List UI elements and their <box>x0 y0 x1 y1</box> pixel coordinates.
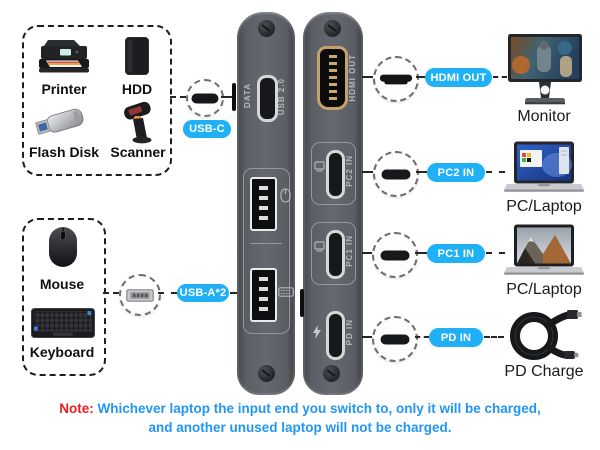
port-label-hdmi: HDMI OUT <box>348 54 357 102</box>
mouse-label: Mouse <box>39 276 85 292</box>
connector-line <box>416 76 425 78</box>
keyboard-icon <box>31 308 95 338</box>
pc1-in-port <box>326 230 345 279</box>
scanner-label: Scanner <box>110 144 166 160</box>
connector-line <box>221 96 232 98</box>
side-switch-profile <box>300 289 304 317</box>
flash-disk-icon <box>34 108 84 135</box>
side-port-profile <box>232 83 236 111</box>
connector-line <box>362 252 373 254</box>
screw <box>323 365 340 382</box>
connector-line <box>362 76 373 78</box>
mouse-icon <box>49 227 77 267</box>
usb-a-section-outline <box>243 168 290 334</box>
connector-line <box>415 336 429 338</box>
keyboard-mini-icon <box>278 287 294 297</box>
laptop-icon <box>504 141 584 192</box>
pc1-port-outline <box>311 222 356 285</box>
connector-line <box>158 292 177 294</box>
pc-laptop-label: PC/Laptop <box>506 281 582 298</box>
connector-line <box>484 336 504 338</box>
scanner-icon <box>124 101 152 144</box>
hdmi-connector-icon <box>373 56 419 102</box>
note-prefix: Note: <box>59 401 94 416</box>
usb-c-connector-icon <box>186 79 224 117</box>
keyboard-label: Keyboard <box>29 344 95 360</box>
laptop-icon <box>504 224 584 275</box>
note-text: Note: Whichever laptop the input end you… <box>0 399 600 437</box>
pc2-in-port <box>326 150 345 199</box>
printer-icon <box>39 40 89 73</box>
hdd-label: HDD <box>121 81 153 97</box>
connector-line <box>362 336 373 338</box>
data-usb-c-port <box>257 75 278 122</box>
port-label-pc2: PC2 IN <box>345 155 354 187</box>
pc-laptop-label: PC/Laptop <box>506 198 582 215</box>
port-label-pc1: PC1 IN <box>345 235 354 267</box>
screw <box>324 20 341 37</box>
connector-line <box>486 252 505 254</box>
pc2-port-outline <box>311 142 356 205</box>
screw <box>258 20 275 37</box>
pc1-in-badge: PC1 IN <box>427 244 485 263</box>
laptop-mini-icon <box>314 161 325 172</box>
flash-disk-label: Flash Disk <box>28 144 100 160</box>
pd-in-badge: PD IN <box>429 328 483 347</box>
note-line2: and another unused laptop will not be ch… <box>148 420 452 435</box>
usb-c-badge: USB-C <box>183 120 231 138</box>
connector-line <box>170 96 186 98</box>
lightning-icon <box>313 325 321 339</box>
usb-c-connector-icon <box>372 316 418 362</box>
hdmi-out-port <box>317 46 348 110</box>
screw <box>258 365 275 382</box>
connector-line <box>362 171 373 173</box>
hdd-icon <box>125 37 149 75</box>
laptop-mini-icon <box>314 241 325 252</box>
pd-charge-label: PD Charge <box>504 363 584 380</box>
monitor-label: Monitor <box>517 108 571 125</box>
port-label-usb20: USB 2.0 <box>277 78 286 116</box>
usb-a-badge: USB-A*2 <box>177 284 229 302</box>
hdmi-out-badge: HDMI OUT <box>425 68 492 87</box>
port-label-pd: PD IN <box>345 319 354 346</box>
connector-line <box>103 292 119 294</box>
usb-a-port-2 <box>250 268 277 322</box>
note-line1: Whichever laptop the input end you switc… <box>97 401 541 416</box>
connector-line <box>493 76 507 78</box>
monitor-icon <box>508 34 582 105</box>
connector-line <box>415 252 427 254</box>
usb-c-connector-icon <box>372 232 418 278</box>
usb-c-connector-icon <box>373 151 419 197</box>
connector-line <box>486 171 505 173</box>
mouse-mini-icon <box>280 188 291 203</box>
panel-divider <box>250 243 282 244</box>
printer-label: Printer <box>41 81 87 97</box>
port-label-data: DATA <box>243 83 252 109</box>
pc2-in-badge: PC2 IN <box>427 163 485 182</box>
power-cable-icon <box>510 310 582 360</box>
usb-a-connector-icon <box>119 274 161 316</box>
pd-in-port <box>326 311 345 360</box>
usb-a-port-1 <box>250 177 277 231</box>
connector-line <box>230 292 237 294</box>
connector-line <box>416 171 427 173</box>
